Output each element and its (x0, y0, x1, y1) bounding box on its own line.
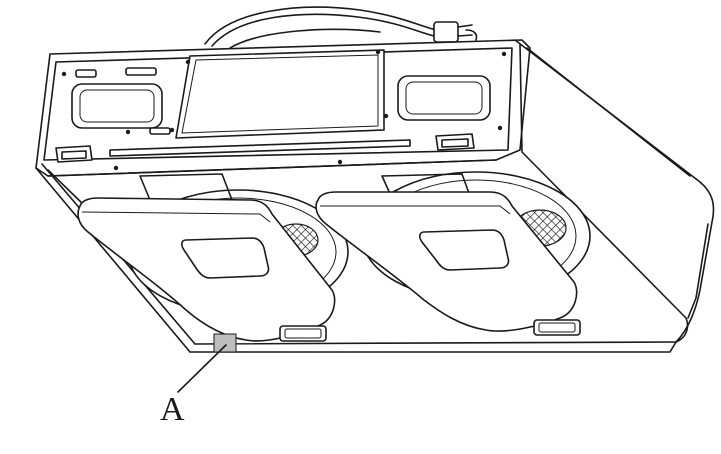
power-cord (204, 6, 437, 49)
left-vent (71, 83, 163, 129)
callout-leader-line (177, 344, 227, 393)
mounting-slots (75, 67, 171, 135)
left-filter-cover (77, 197, 336, 342)
screw-holes (61, 49, 507, 171)
right-vent (397, 75, 491, 121)
right-filter-cover (315, 191, 578, 332)
rating-label-panel (213, 333, 237, 353)
left-clip (55, 145, 93, 163)
back-panel (35, 39, 531, 177)
right-lamp (533, 319, 581, 336)
control-panel (175, 49, 385, 139)
plug-icon (433, 21, 478, 43)
right-clip (435, 133, 475, 151)
callout-label-a: A (160, 391, 185, 428)
left-lamp (279, 325, 327, 342)
